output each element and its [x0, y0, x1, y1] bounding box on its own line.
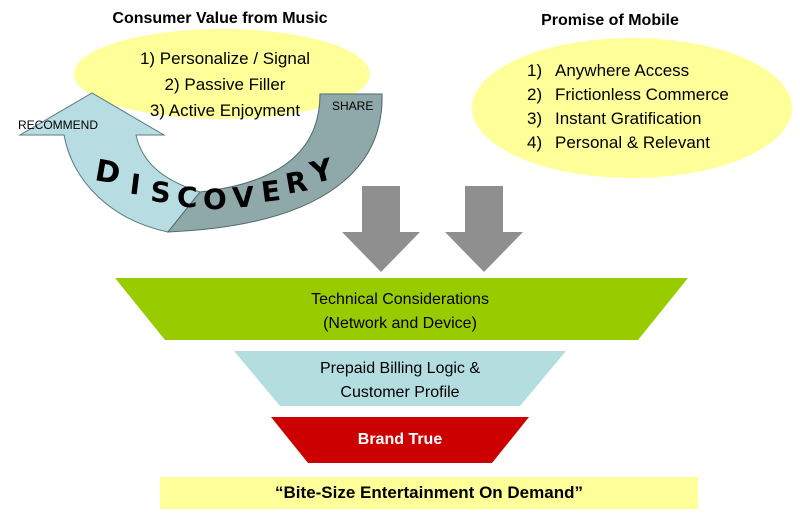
discovery-letter: C — [177, 181, 198, 214]
brand-true-band — [271, 417, 529, 463]
consumer-item: 2) Passive Filler — [164, 75, 286, 94]
discovery-letter: E — [259, 174, 282, 209]
discovery-letter: D — [92, 153, 123, 192]
down-arrow-right — [445, 186, 523, 272]
discovery-letter: O — [203, 183, 227, 216]
share-arrow — [166, 93, 383, 233]
brand-true-text: Brand True — [357, 431, 443, 448]
billing-profile-text: Prepaid Billing Logic & Customer Profile — [319, 360, 481, 401]
technical-considerations-band — [115, 278, 688, 340]
consumer-value-ellipse — [74, 29, 370, 119]
recommend-label: RECOMMEND — [18, 118, 98, 132]
mobile-item: 1)Anywhere Access — [527, 61, 690, 80]
billing-profile-band — [234, 351, 566, 406]
consumer-value-list: 1) Personalize / Signal 2) Passive Fille… — [95, 46, 355, 124]
mobile-item: 4)Personal & Relevant — [527, 133, 710, 152]
consumer-item: 1) Personalize / Signal — [139, 49, 311, 68]
discovery-letter: S — [149, 175, 171, 209]
discovery-letter: I — [128, 168, 142, 202]
technical-considerations-text: Technical Considerations (Network and De… — [311, 291, 489, 332]
consumer-item: 3) Active Enjoyment — [149, 101, 301, 120]
tagline-text: “Bite-Size Entertainment On Demand” — [275, 483, 583, 502]
consumer-value-title: Consumer Value from Music — [112, 10, 328, 27]
down-arrow-left — [342, 186, 420, 272]
promise-mobile-list: 1)Anywhere Access 2)Frictionless Commerc… — [527, 59, 757, 155]
recommend-arrow — [18, 92, 201, 233]
mobile-item: 3)Instant Gratification — [527, 109, 702, 128]
mobile-item: 2)Frictionless Commerce — [527, 85, 729, 104]
tagline-banner: “Bite-Size Entertainment On Demand” — [160, 477, 698, 509]
discovery-letter: V — [231, 180, 255, 214]
promise-mobile-ellipse — [472, 38, 792, 178]
promise-mobile-title: Promise of Mobile — [541, 12, 679, 29]
share-label: SHARE — [332, 99, 374, 113]
